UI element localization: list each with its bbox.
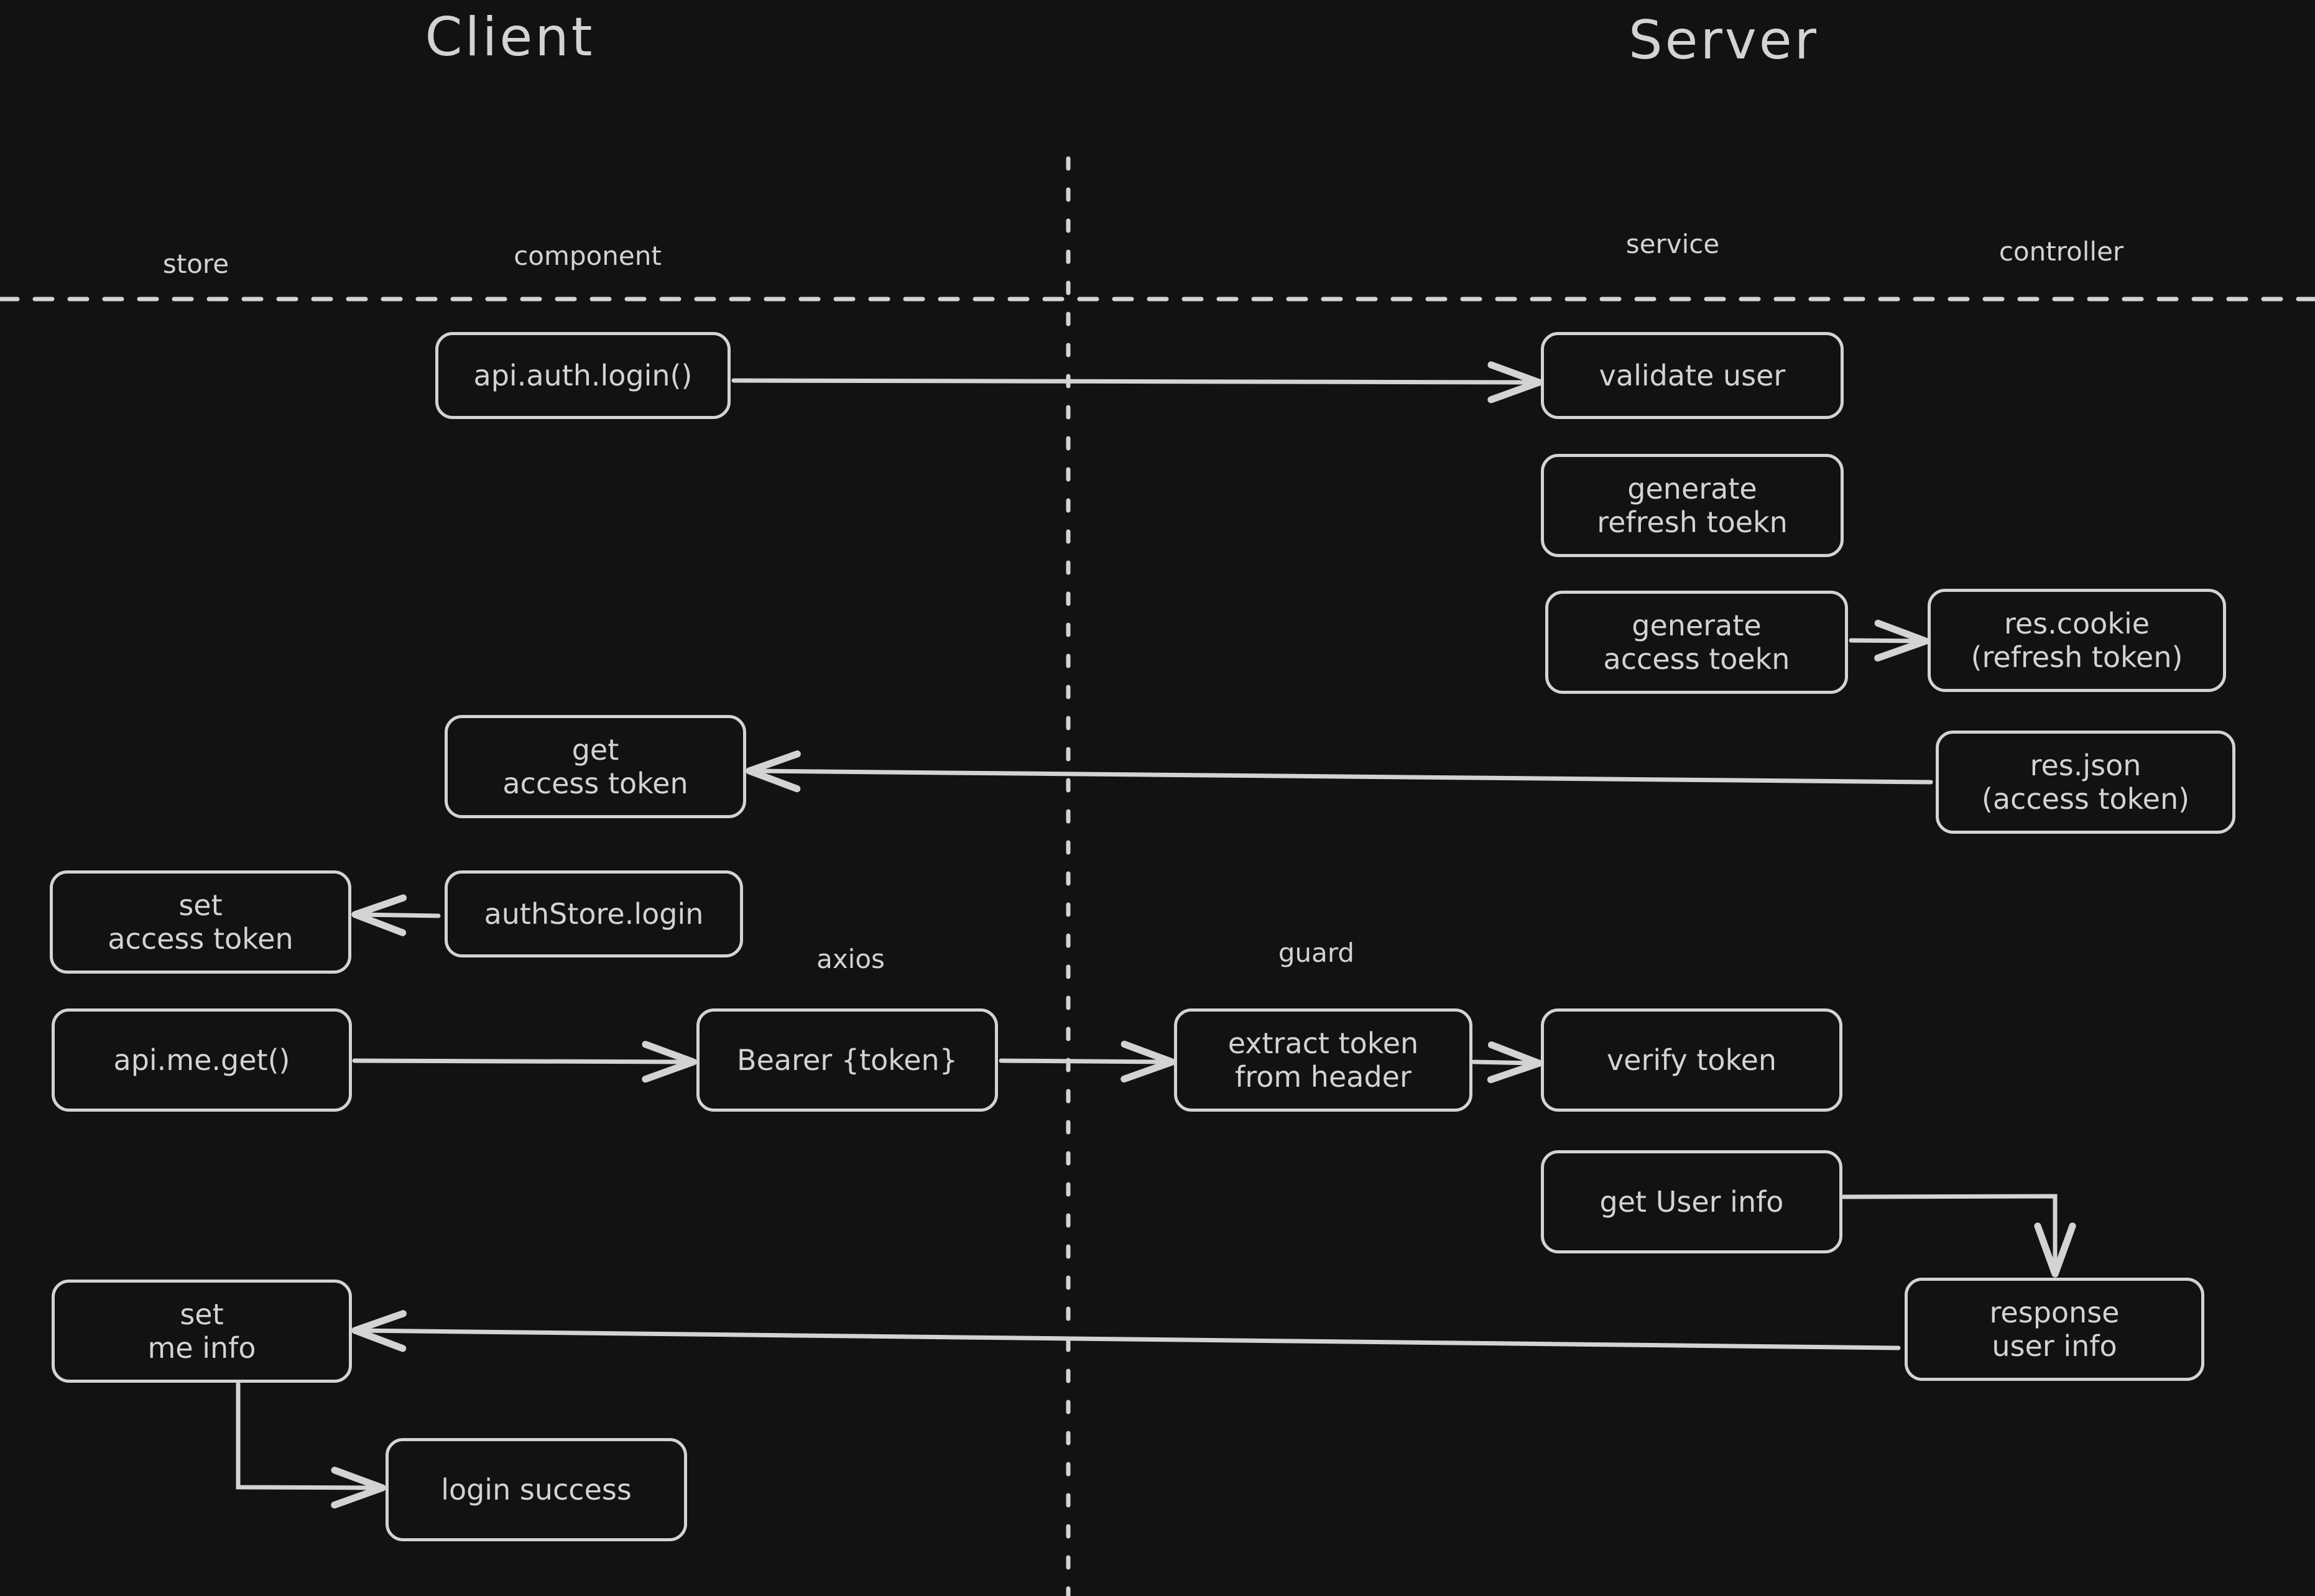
lane-label-service: service xyxy=(1625,229,1720,259)
lane-label-controller: controller xyxy=(1998,236,2124,267)
node-bearer-token[interactable]: Bearer {token} xyxy=(696,1008,998,1112)
edge-me-get-to-bearer xyxy=(352,1041,697,1083)
node-res-json[interactable]: res.json (access token) xyxy=(1936,731,2235,834)
node-set-access-token[interactable]: set access token xyxy=(50,870,351,974)
edge-access-token-to-cookie xyxy=(1849,619,1929,662)
edge-res-json-to-get-token xyxy=(746,750,1933,793)
edge-extract-to-verify xyxy=(1471,1041,1543,1084)
node-api-me-get[interactable]: api.me.get() xyxy=(52,1008,352,1112)
server-zone-title: Server xyxy=(1628,9,1819,71)
inline-label-guard: guard xyxy=(1278,938,1355,968)
node-verify-token[interactable]: verify token xyxy=(1541,1008,1842,1112)
node-set-me-info[interactable]: set me info xyxy=(52,1280,352,1383)
node-response-user-info[interactable]: response user info xyxy=(1905,1278,2204,1381)
edge-response-to-set-me-info xyxy=(351,1310,1901,1352)
node-get-user-info[interactable]: get User info xyxy=(1541,1150,1842,1253)
node-extract-token[interactable]: extract token from header xyxy=(1174,1008,1472,1112)
node-login-success[interactable]: login success xyxy=(386,1438,687,1541)
inline-label-axios: axios xyxy=(816,944,885,974)
node-auth-store-login[interactable]: authStore.login xyxy=(445,870,743,957)
node-res-cookie[interactable]: res.cookie (refresh token) xyxy=(1928,589,2226,692)
edge-login-to-validate xyxy=(731,361,1543,404)
node-generate-access-token[interactable]: generate access toekn xyxy=(1545,591,1848,694)
lane-label-store: store xyxy=(162,249,229,279)
edge-authstore-to-set-token xyxy=(351,894,441,936)
node-api-auth-login[interactable]: api.auth.login() xyxy=(435,332,731,419)
client-zone-title: Client xyxy=(425,6,595,68)
edge-bearer-to-extract xyxy=(999,1040,1176,1083)
node-generate-refresh-token[interactable]: generate refresh toekn xyxy=(1541,454,1844,557)
edge-set-me-info-to-success xyxy=(236,1382,386,1509)
node-validate-user[interactable]: validate user xyxy=(1541,332,1844,419)
node-get-access-token[interactable]: get access token xyxy=(445,715,746,818)
edge-user-info-to-response xyxy=(1841,1194,2076,1278)
lane-label-component: component xyxy=(514,241,662,271)
